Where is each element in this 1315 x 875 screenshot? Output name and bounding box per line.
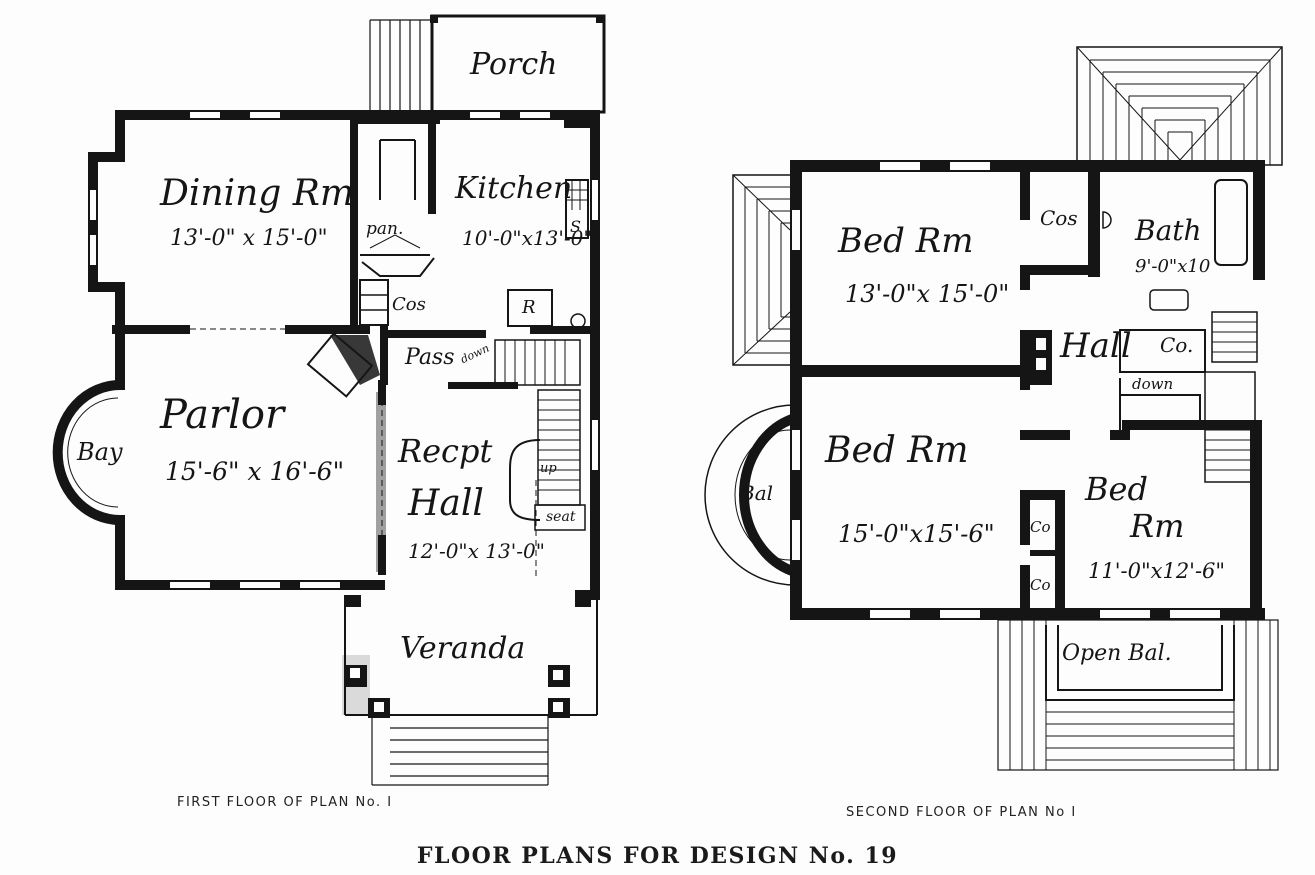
seat-label: seat bbox=[546, 509, 576, 525]
first-floor-stairs bbox=[494, 339, 586, 531]
open-balcony bbox=[997, 619, 1279, 771]
stairs-up-label: up bbox=[540, 461, 557, 476]
first-floor-caption: FIRST FLOOR OF PLAN No. I bbox=[177, 795, 393, 810]
hall-label: Hall bbox=[1059, 326, 1132, 366]
porch-label: Porch bbox=[469, 47, 558, 82]
balcony-label: Bal bbox=[739, 481, 773, 505]
bedroom-2-label: Bed Rm bbox=[824, 430, 969, 471]
page-title: FLOOR PLANS FOR DESIGN No. 19 bbox=[416, 843, 899, 869]
pass-label: Pass bbox=[404, 345, 455, 370]
bedroom-2-size: 15'-0"x15'-6" bbox=[838, 520, 995, 548]
side-roof bbox=[732, 174, 794, 366]
parlor-size: 15'-6" x 16'-6" bbox=[165, 457, 344, 486]
reception-hall-label-1: Recpt bbox=[397, 432, 492, 470]
dining-room-label: Dining Rm bbox=[159, 173, 354, 214]
bedroom-3-label-2: Rm bbox=[1129, 507, 1184, 545]
stairs-down-label: down bbox=[459, 342, 492, 367]
second-floor-walls bbox=[790, 160, 1265, 620]
veranda bbox=[342, 595, 598, 786]
dining-room-size: 13'-0" x 15'-0" bbox=[170, 226, 328, 251]
range-label: R bbox=[521, 297, 536, 318]
bedroom-1-label: Bed Rm bbox=[837, 221, 974, 261]
bedroom-3-size: 11'-0"x12'-6" bbox=[1088, 559, 1225, 583]
bay-label: Bay bbox=[76, 438, 123, 466]
bay-window bbox=[52, 380, 121, 525]
open-balcony-label: Open Bal. bbox=[1062, 641, 1172, 666]
closet-co-b: Co bbox=[1030, 576, 1051, 594]
round-balcony bbox=[704, 404, 797, 586]
parlor-label: Parlor bbox=[159, 392, 287, 438]
reception-hall-label-2: Hall bbox=[407, 483, 484, 524]
reception-hall-size: 12'-0"x 13'-0" bbox=[408, 539, 545, 563]
bedroom-1-size: 13'-0"x 15'-0" bbox=[845, 280, 1009, 308]
closet-label-2: Cos bbox=[1040, 206, 1078, 230]
stairs-down-label-2: down bbox=[1132, 375, 1173, 393]
first-floor-walls bbox=[88, 110, 600, 600]
sink-label: S bbox=[570, 217, 581, 236]
pantry-label: pan. bbox=[366, 219, 403, 239]
kitchen-label: Kitchen bbox=[454, 171, 572, 206]
second-floor-plan: Bed Rm 13'-0"x 15'-0" Cos Bath 9'-0"x10 … bbox=[704, 46, 1283, 771]
bath-label: Bath bbox=[1134, 214, 1202, 247]
closet-label: Cos bbox=[392, 294, 426, 315]
second-floor-caption: SECOND FLOOR OF PLAN No I bbox=[846, 805, 1077, 820]
hall-closet-label: Co. bbox=[1160, 333, 1193, 357]
bedroom-3-label-1: Bed bbox=[1084, 470, 1148, 508]
first-floor-plan: Porch Dining Rm 13'-0" x 15'-0" pan. Kit… bbox=[52, 14, 606, 786]
veranda-label: Veranda bbox=[400, 631, 525, 666]
bath-size: 9'-0"x10 bbox=[1135, 256, 1210, 277]
rear-roof bbox=[1076, 46, 1283, 166]
kitchen-size: 10'-0"x13'-0" bbox=[462, 226, 593, 250]
closet-co-a: Co bbox=[1030, 518, 1051, 536]
